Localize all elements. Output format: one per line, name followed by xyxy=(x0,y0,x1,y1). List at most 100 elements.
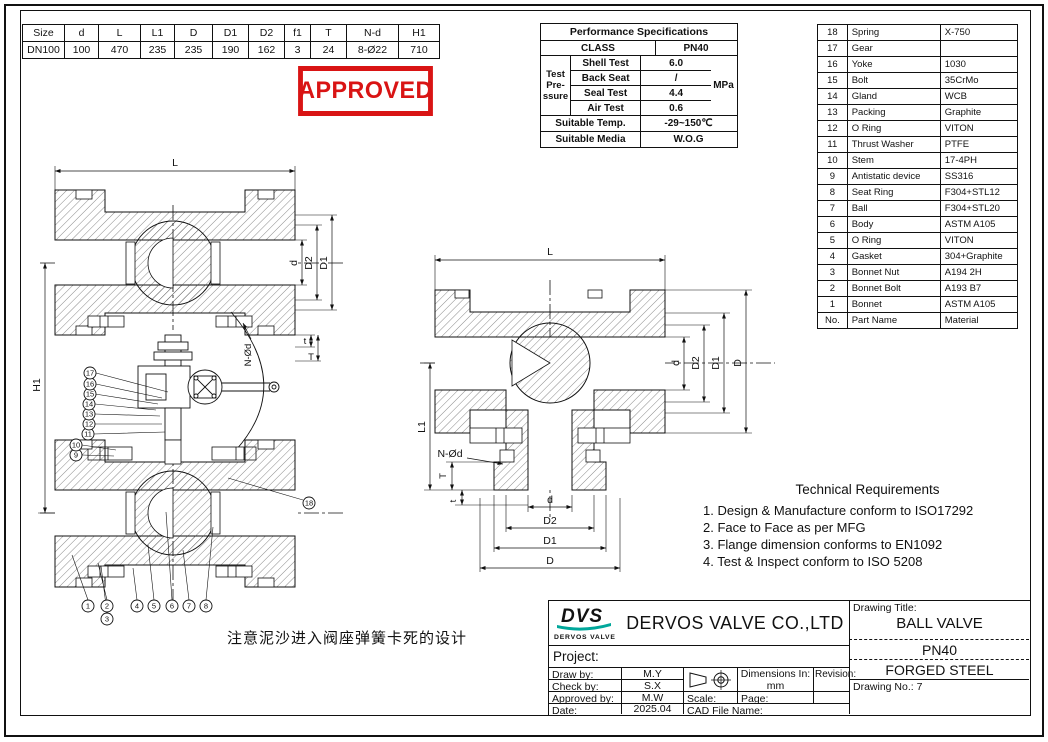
test-label: Air Test xyxy=(571,101,642,115)
test-row: Seal Test 4.4 xyxy=(571,86,711,101)
dimension-table-header-cell: D2 xyxy=(249,25,284,42)
part-name: Body xyxy=(848,217,941,232)
dimension-table-value-cell: 24 xyxy=(322,44,335,56)
test-label: Shell Test xyxy=(571,56,642,70)
approved-stamp: APPROVED xyxy=(298,66,433,116)
test-row: Air Test 0.6 xyxy=(571,101,711,115)
title-block: DVS DERVOS VALVE DERVOS VALVE CO.,LTD Pr… xyxy=(548,600,1031,717)
dimension-table-column: H1 710 xyxy=(399,25,439,58)
part-material: VITON xyxy=(944,123,974,134)
part-name: O Ring xyxy=(848,121,941,136)
part-material xyxy=(941,41,1017,56)
test-value: 0.6 xyxy=(669,102,684,114)
svg-text:1: 1 xyxy=(86,602,90,611)
part-name: Gear xyxy=(848,41,941,56)
parts-row: 18 Spring X-750 xyxy=(818,25,1017,41)
sheet-inner-border xyxy=(20,10,1031,716)
parts-row: 10 Stem 17-4PH xyxy=(818,153,1017,169)
company-name: DERVOS VALVE CO.,LTD xyxy=(626,612,844,633)
part-number: 12 xyxy=(818,121,848,136)
dimension-table-column: L 470 xyxy=(99,25,141,58)
balloon-7: 7 xyxy=(182,599,196,613)
svg-text:7: 7 xyxy=(187,602,191,611)
parts-row: 6 Body ASTM A105 xyxy=(818,217,1017,233)
part-name: Bolt xyxy=(848,73,941,88)
balloon-6: 6 xyxy=(165,599,179,613)
pressure-unit: MPa xyxy=(713,80,734,91)
dim-label-H1: H1 xyxy=(31,378,43,392)
parts-header-row: No. Part Name Material xyxy=(818,312,1017,328)
dimension-table-value-cell: 3 xyxy=(294,44,301,56)
dim-label-D-right: D xyxy=(732,359,744,367)
part-number: 9 xyxy=(818,169,848,184)
part-name: Bonnet Nut xyxy=(848,265,941,280)
part-name: Seat Ring xyxy=(848,185,941,200)
parts-row: 5 O Ring VITON xyxy=(818,233,1017,249)
projection-symbol-cell xyxy=(683,667,737,691)
part-number: 14 xyxy=(818,89,848,104)
svg-text:14: 14 xyxy=(85,400,93,409)
part-material: SS316 xyxy=(944,171,974,182)
parts-row: 2 Bonnet Bolt A193 B7 xyxy=(818,281,1017,297)
dimension-table-column: N-d 8-Ø22 xyxy=(347,25,399,58)
dimension-table-value-cell: 190 xyxy=(221,44,240,56)
technical-requirement-item: 4. Test & Inspect conform to ISO 5208 xyxy=(703,554,923,569)
dim-label-L-left: L xyxy=(172,157,178,169)
parts-row: 16 Yoke 1030 xyxy=(818,57,1017,73)
technical-requirement-item: 2. Face to Face as per MFG xyxy=(703,520,866,535)
drawing-title-value: BALL VALVE xyxy=(896,615,983,632)
svg-text:18: 18 xyxy=(305,499,313,508)
balloon-5: 5 xyxy=(147,599,161,613)
svg-text:10: 10 xyxy=(72,441,80,450)
draw-by-value: M.Y xyxy=(621,667,683,680)
dimension-table-column: D 235 xyxy=(175,25,213,58)
svg-text:2: 2 xyxy=(105,602,109,611)
parts-row: 12 O Ring VITON xyxy=(818,121,1017,137)
test-value: 6.0 xyxy=(669,57,684,69)
technical-requirement-item: 1. Design & Manufacture conform to ISO17… xyxy=(703,503,974,518)
revision-value-cell xyxy=(813,691,849,703)
test-row: Shell Test 6.0 xyxy=(571,56,711,71)
dimension-table: Size DN100 d 100 L 470 L1 235 D 235 xyxy=(22,24,440,59)
test-pressure-label: Test Pre- ssure xyxy=(541,56,571,115)
bonnet-bolts-right-view xyxy=(469,427,631,463)
dimension-table-value-cell: 235 xyxy=(148,44,167,56)
dim-label-d-right: d xyxy=(670,360,682,366)
svg-text:4: 4 xyxy=(135,602,139,611)
parts-row: 14 Gland WCB xyxy=(818,89,1017,105)
part-number: 17 xyxy=(818,41,848,56)
right-view: L L1 N-Ød T t d D2 D1 D d D2 D1 D xyxy=(416,246,775,572)
logo-subtext: DERVOS VALVE xyxy=(554,634,616,641)
svg-text:11: 11 xyxy=(84,430,92,439)
dim-label-d-bottom: d xyxy=(547,494,553,506)
dimension-table-header-cell: D1 xyxy=(213,25,248,42)
svg-text:17: 17 xyxy=(86,369,94,378)
parts-col-no: No. xyxy=(818,313,848,328)
svg-text:16: 16 xyxy=(86,380,94,389)
dim-label-d-left: d xyxy=(288,260,300,266)
part-name: Packing xyxy=(848,105,941,120)
left-view: L H1 d D2 D1 t T N-Ød 1 2 3 4 5 6 7 8 9 … xyxy=(31,157,345,626)
balloon-8: 8 xyxy=(199,599,213,613)
check-by-label: Check by: xyxy=(549,679,621,693)
part-name: O Ring xyxy=(848,233,941,248)
dim-label-D2-left: D2 xyxy=(303,256,315,270)
part-name: Bonnet xyxy=(848,297,941,312)
part-number: 1 xyxy=(818,297,848,312)
dim-label-t-left: t xyxy=(304,336,307,347)
dimensions-in-label: Dimensions In: xyxy=(740,668,811,680)
dim-label-L-right: L xyxy=(547,246,553,258)
parts-row: 9 Antistatic device SS316 xyxy=(818,169,1017,185)
part-name: Thrust Washer xyxy=(848,137,941,152)
part-number: 6 xyxy=(818,217,848,232)
parts-row: 1 Bonnet ASTM A105 xyxy=(818,297,1017,312)
studs-top-section xyxy=(87,315,253,328)
parts-row: 15 Bolt 35CrMo xyxy=(818,73,1017,89)
part-material: VITON xyxy=(944,235,974,246)
dimension-table-column: D2 162 xyxy=(249,25,285,58)
parts-rows: 18 Spring X-750 17 Gear 16 Yoke 1030 xyxy=(818,25,1017,312)
dim-label-D2-right: D2 xyxy=(690,356,702,370)
svg-text:15: 15 xyxy=(86,390,94,399)
dim-label-L1: L1 xyxy=(416,421,428,433)
